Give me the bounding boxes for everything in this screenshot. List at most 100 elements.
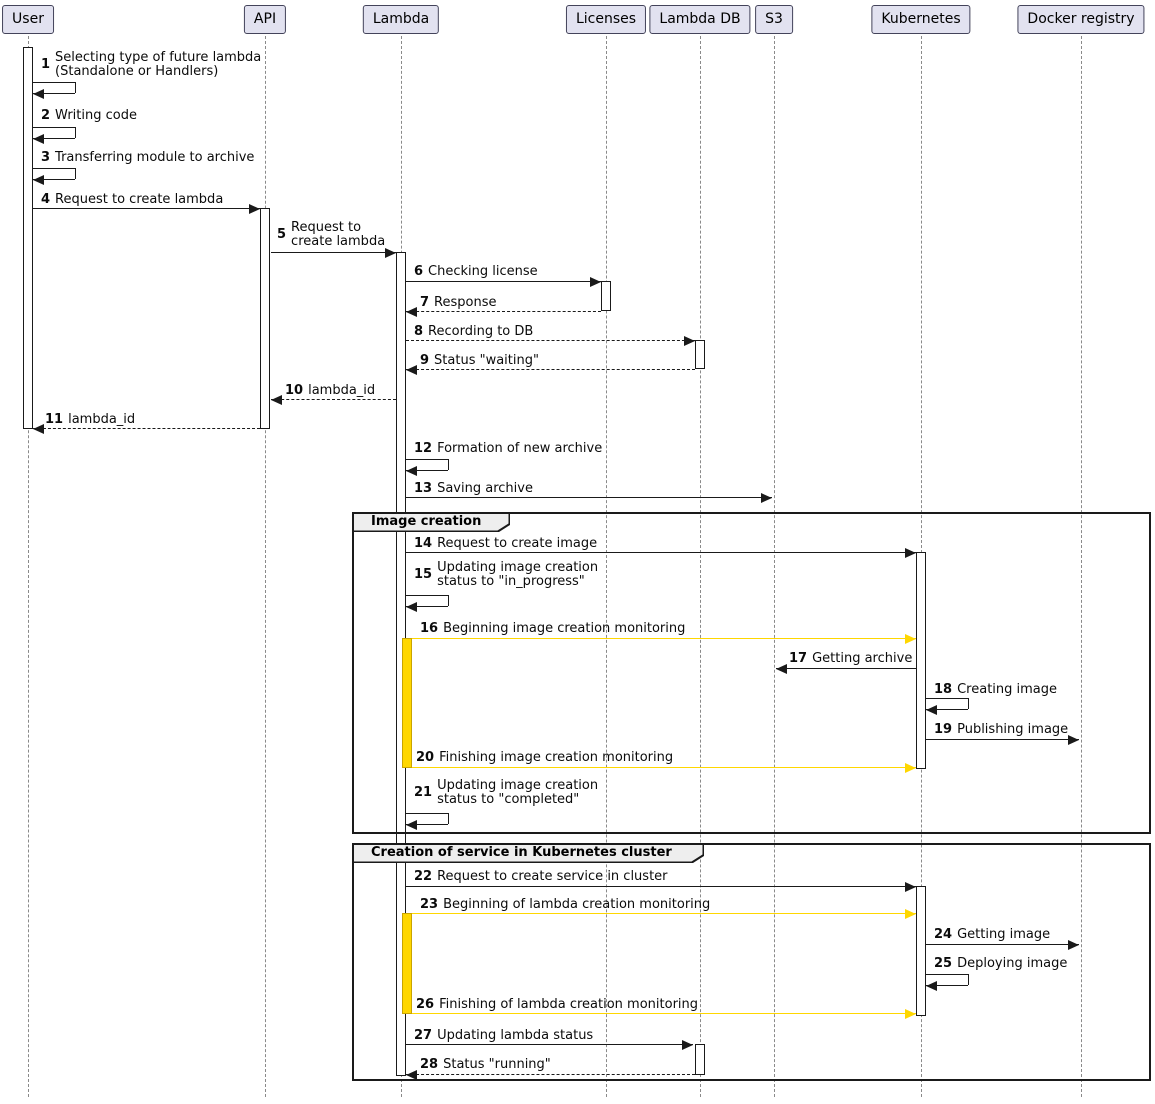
message-5-line <box>271 252 396 253</box>
message-19-arrowhead <box>1068 735 1079 745</box>
user-lifeline <box>28 36 29 1097</box>
message-17-line <box>776 668 916 669</box>
message-22-arrowhead <box>905 882 916 892</box>
message-21-line-back <box>406 824 448 825</box>
message-22-line <box>406 886 916 887</box>
group-header-fill-2 <box>354 845 703 862</box>
message-12-line-back <box>406 470 448 471</box>
message-11-arrowhead <box>33 424 44 434</box>
message-16-arrowhead <box>905 634 916 644</box>
message-3-line-down <box>75 168 76 179</box>
message-6-line <box>406 281 601 282</box>
participant-user: User <box>2 5 54 34</box>
message-8-line <box>406 340 695 341</box>
message-3-arrowhead <box>33 175 44 185</box>
message-17-arrowhead <box>776 664 787 674</box>
participant-kubernetes: Kubernetes <box>871 5 971 34</box>
group-header-fill-1 <box>354 514 509 531</box>
message-23-line <box>412 913 916 914</box>
message-18-line-back <box>926 709 968 710</box>
participant-s3: S3 <box>755 5 793 34</box>
message-4-arrowhead <box>249 204 260 214</box>
message-9-line <box>406 369 695 370</box>
message-6-arrowhead <box>590 277 601 287</box>
message-1-line-down <box>75 82 76 93</box>
message-25-arrowhead <box>926 981 937 991</box>
participant-docker-registry: Docker registry <box>1017 5 1145 34</box>
message-14-arrowhead <box>905 548 916 558</box>
message-15-arrowhead <box>406 602 417 612</box>
message-8-arrowhead <box>684 336 695 346</box>
message-7-arrowhead <box>406 307 417 317</box>
activation-bar <box>260 208 270 429</box>
licenses-lifeline <box>606 36 607 1097</box>
message-25-line-down <box>968 974 969 985</box>
message-2-line-out <box>33 127 75 128</box>
message-23-arrowhead <box>905 909 916 919</box>
message-18-line-out <box>926 698 968 699</box>
message-3-line-back <box>33 179 75 180</box>
message-21-line-out <box>406 813 448 814</box>
message-15-line-out <box>406 595 448 596</box>
message-27-arrowhead <box>682 1040 693 1050</box>
message-1-arrowhead <box>33 89 44 99</box>
message-28-line <box>406 1074 695 1075</box>
activation-bar <box>23 47 33 429</box>
message-19-line <box>926 739 1079 740</box>
api-lifeline <box>265 36 266 1097</box>
message-25-line-back <box>926 985 968 986</box>
message-28-arrowhead <box>406 1070 417 1080</box>
message-25-line-out <box>926 974 968 975</box>
message-5-arrowhead <box>385 248 396 258</box>
message-16-line <box>412 638 916 639</box>
message-2-line-down <box>75 127 76 138</box>
message-24-line <box>926 944 1079 945</box>
message-15-line-down <box>448 595 449 606</box>
message-21-line-down <box>448 813 449 824</box>
group-title-2: Creation of service in Kubernetes cluste… <box>371 845 672 860</box>
message-26-arrowhead <box>905 1009 916 1019</box>
message-13-line <box>406 497 772 498</box>
message-12-arrowhead <box>406 466 417 476</box>
message-26-line <box>412 1013 916 1014</box>
message-2-line-back <box>33 138 75 139</box>
message-4-line <box>33 208 260 209</box>
message-2-arrowhead <box>33 134 44 144</box>
group-title-1: Image creation <box>371 514 482 529</box>
activation-bar <box>695 340 705 369</box>
message-11-line <box>33 428 260 429</box>
message-21-arrowhead <box>406 820 417 830</box>
message-7-line <box>406 311 601 312</box>
message-14-line <box>406 552 916 553</box>
message-18-line-down <box>968 698 969 709</box>
message-24-arrowhead <box>1068 940 1079 950</box>
message-15-line-back <box>406 606 448 607</box>
activation-bar <box>916 886 926 1016</box>
message-1-line-back <box>33 93 75 94</box>
message-12-line-out <box>406 459 448 460</box>
participant-api: API <box>243 5 287 34</box>
activation-bar <box>601 281 611 311</box>
monitoring-activation-bar <box>402 913 412 1014</box>
